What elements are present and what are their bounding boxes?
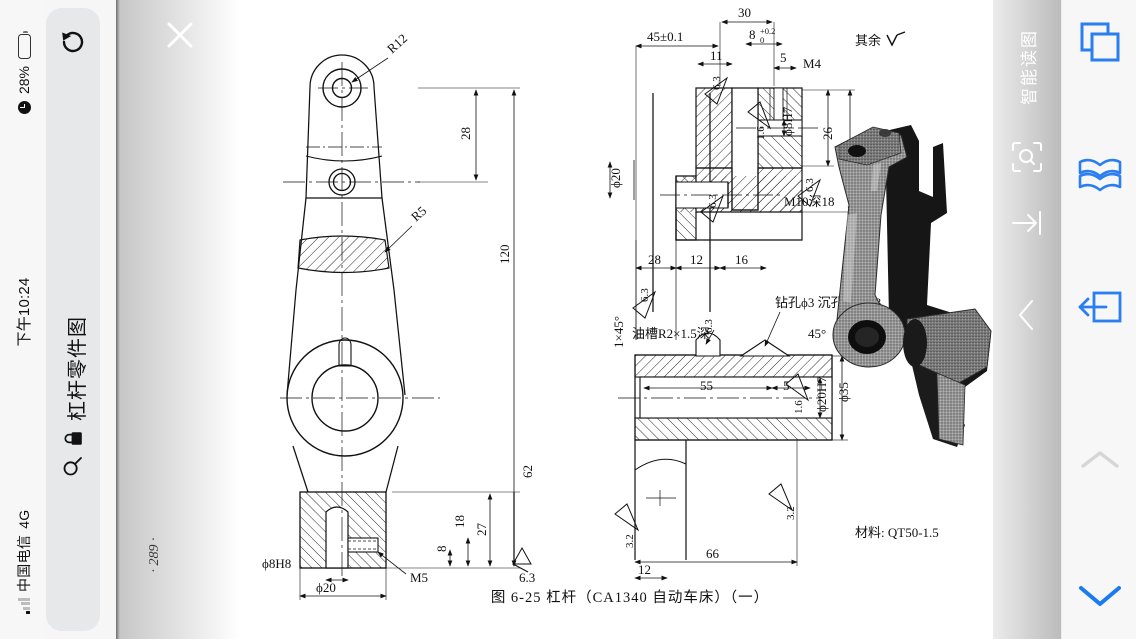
dim-8-tol-upper: +0.2	[760, 26, 775, 36]
dim-18: 18	[452, 515, 467, 528]
ra-63-d: 6.3	[804, 178, 816, 192]
smart-collapse-arrow-button[interactable]	[1009, 205, 1045, 241]
dim-45deg: 45°	[808, 326, 826, 341]
chevron-down-icon	[1078, 586, 1121, 606]
signal-bars-icon	[18, 598, 30, 615]
refresh-button[interactable]	[46, 14, 100, 70]
ra-63-e: 6.3	[703, 319, 715, 333]
dim-M4: M4	[803, 56, 822, 71]
dim-8-tol: 8	[749, 27, 756, 42]
dim-M5: M5	[410, 570, 428, 585]
ra-32-a: 3.2	[785, 506, 797, 520]
ra-16-b: 1.6	[793, 400, 805, 414]
next-page-button[interactable]	[1062, 560, 1136, 630]
status-bar: 中国电信 4G 下午10:24 28%	[0, 0, 44, 639]
search-bar[interactable]: 杠杆零件图	[48, 27, 102, 627]
ra-32-b: 3.2	[624, 534, 636, 548]
dim-62: 62	[520, 465, 535, 478]
ra-63-b: 6.3	[707, 194, 719, 208]
dim-phi35: ϕ35	[836, 382, 851, 402]
dim-phi8H7: ϕ8H7	[780, 106, 795, 136]
document-page[interactable]: R12 28 R5 120 62 27 18 8 ϕ8H8 ϕ20 M5 6.3…	[120, 0, 1061, 639]
ra-63-c: 6.3	[639, 288, 651, 302]
close-icon	[167, 22, 193, 48]
lock-icon	[63, 430, 88, 447]
clock-label: 下午10:24	[15, 277, 33, 347]
alarm-clock-icon	[17, 101, 31, 115]
dim-27: 27	[474, 523, 489, 537]
dim-phi20H7: ϕ20H7	[814, 376, 829, 412]
dim-1x45: 1×45°	[611, 316, 626, 348]
dim-30-top: 30	[738, 5, 751, 20]
material-note: 材料: QT50-1.5	[855, 525, 939, 540]
ra-63-front: 6.3	[519, 570, 535, 585]
chevron-up-icon	[1080, 451, 1119, 468]
dim-R12: R12	[384, 31, 410, 57]
pages-copy-button[interactable]	[1062, 7, 1136, 77]
close-button[interactable]	[158, 13, 202, 57]
dim-8: 8	[434, 546, 449, 553]
page-edge-shadow	[116, 0, 120, 639]
right-toolbar	[1061, 0, 1136, 639]
part-photo	[832, 125, 992, 447]
battery-icon	[17, 33, 31, 59]
smart-panel-collapse-button[interactable]	[1013, 295, 1041, 335]
dim-5-top: 5	[780, 50, 787, 65]
page-content: R12 28 R5 120 62 27 18 8 ϕ8H8 ϕ20 M5 6.3…	[120, 0, 1061, 639]
dim-26: 26	[820, 127, 835, 141]
document-title: 杠杆零件图	[66, 316, 89, 421]
dim-M10: M10深18	[784, 194, 835, 209]
pages-copy-icon	[1080, 22, 1119, 62]
dim-phi8H8: ϕ8H8	[262, 556, 291, 571]
status-bar-battery-group: 28%	[2, 0, 46, 184]
figure-caption: 图 6-25 杠杆（CA1340 自动车床）（一）	[490, 590, 770, 606]
dim-55: 55	[700, 378, 713, 393]
dim-66: 66	[706, 546, 720, 561]
surface-finish-note: 其余	[855, 30, 907, 49]
status-bar-clock: 下午10:24	[1, 227, 45, 397]
carrier-label: 中国电信	[16, 534, 32, 592]
scan-frame-icon	[1012, 142, 1042, 172]
dim-28-b: 28	[648, 252, 661, 267]
refresh-icon	[62, 31, 84, 53]
search-icon	[62, 456, 88, 477]
dim-28: 28	[458, 127, 473, 140]
arrow-to-line-icon	[1012, 211, 1041, 235]
ra-16-a: 1.6	[755, 126, 767, 140]
chevron-left-icon	[1019, 300, 1033, 330]
dim-12-c: 12	[638, 562, 651, 577]
smart-read-panel: 智能读图	[993, 0, 1061, 639]
page-number: · 289 ·	[147, 537, 162, 573]
network-type-label: 4G	[16, 509, 32, 529]
surface-finish-label: 其余	[855, 33, 882, 48]
battery-percent-label: 28%	[16, 65, 32, 95]
dim-phi20: ϕ20	[316, 580, 336, 595]
surface-finish-symbol-icon	[886, 30, 906, 47]
dim-12-b: 12	[690, 252, 703, 267]
toolbar: 杠杆零件图	[46, 8, 100, 631]
note-oil-groove: 油槽R2×1.5深	[632, 326, 710, 341]
status-bar-carrier-group: 中国电信 4G	[2, 452, 46, 639]
engineering-drawing: R12 28 R5 120 62 27 18 8 ϕ8H8 ϕ20 M5 6.3…	[262, 5, 881, 600]
exit-button[interactable]	[1062, 272, 1136, 342]
dim-16-b: 16	[735, 252, 749, 267]
smart-scan-button[interactable]	[1010, 140, 1044, 174]
dim-45pm01: 45±0.1	[647, 29, 683, 44]
ra-63-a: 6.3	[711, 76, 723, 90]
smart-read-label: 智能读图	[1019, 29, 1039, 105]
dim-R5: R5	[408, 203, 429, 224]
dim-120: 120	[497, 245, 512, 265]
dim-5-b: 5	[783, 378, 790, 393]
dim-8-tol-lower: 0	[760, 35, 764, 45]
exit-icon	[1078, 291, 1121, 323]
previous-page-button[interactable]	[1062, 425, 1136, 495]
dim-phi20-left: ϕ20	[608, 168, 623, 188]
book-icon	[1078, 158, 1121, 192]
book-view-button[interactable]	[1062, 140, 1136, 210]
dim-11: 11	[710, 48, 723, 63]
